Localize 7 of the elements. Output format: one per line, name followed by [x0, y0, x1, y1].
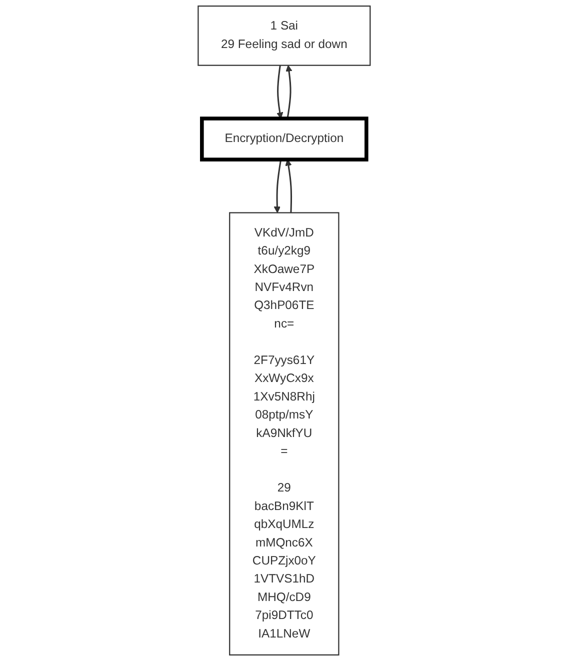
- arrow: [274, 159, 282, 214]
- arrow: [285, 159, 292, 213]
- node-box: Encryption/Decryption: [200, 116, 369, 162]
- node-box: VKdV/JmD t6u/y2kg9 XkOawe7P NVFv4Rvn Q3hP06TE nc= 2F7yys61Y XxWyCx9x 1Xv5N8Rhj 08ptp/msY kA9NkfYU = 29 bacBn9KlT qbXqUMLz mMQnc6X CUPZjx0oY 1VTVS1hD MHQ/cD9 7pi9DTTc0 IA1LNeW: [229, 212, 340, 656]
- arrow: [286, 65, 293, 119]
- arrow: [276, 65, 284, 119]
- node-box: 1 Sai 29 Feeling sad or down: [198, 6, 372, 66]
